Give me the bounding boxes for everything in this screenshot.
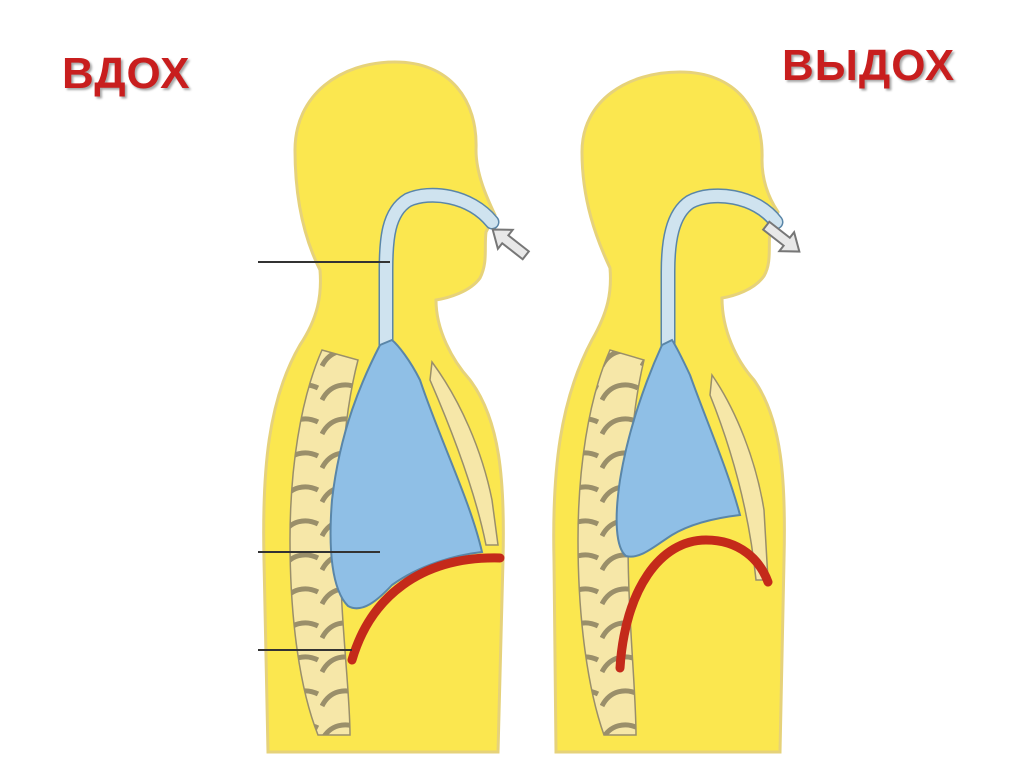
inhale-sternum — [429, 360, 499, 546]
exhale-figure — [552, 70, 801, 754]
inhale-figure — [258, 60, 531, 754]
exhale-lung — [615, 338, 742, 558]
air-inflow-arrow-icon — [491, 228, 531, 261]
exhale-title: ВЫДОХ — [782, 41, 956, 90]
inhale-airway — [380, 189, 498, 366]
exhale-airway — [662, 189, 782, 361]
inhale-lung — [329, 338, 484, 610]
inhale-diaphragm — [347, 553, 505, 665]
inhale-title: ВДОХ — [62, 49, 191, 98]
exhale-sternum — [709, 372, 769, 581]
air-outflow-arrow-icon — [761, 220, 801, 253]
exhale-diaphragm — [615, 535, 773, 673]
